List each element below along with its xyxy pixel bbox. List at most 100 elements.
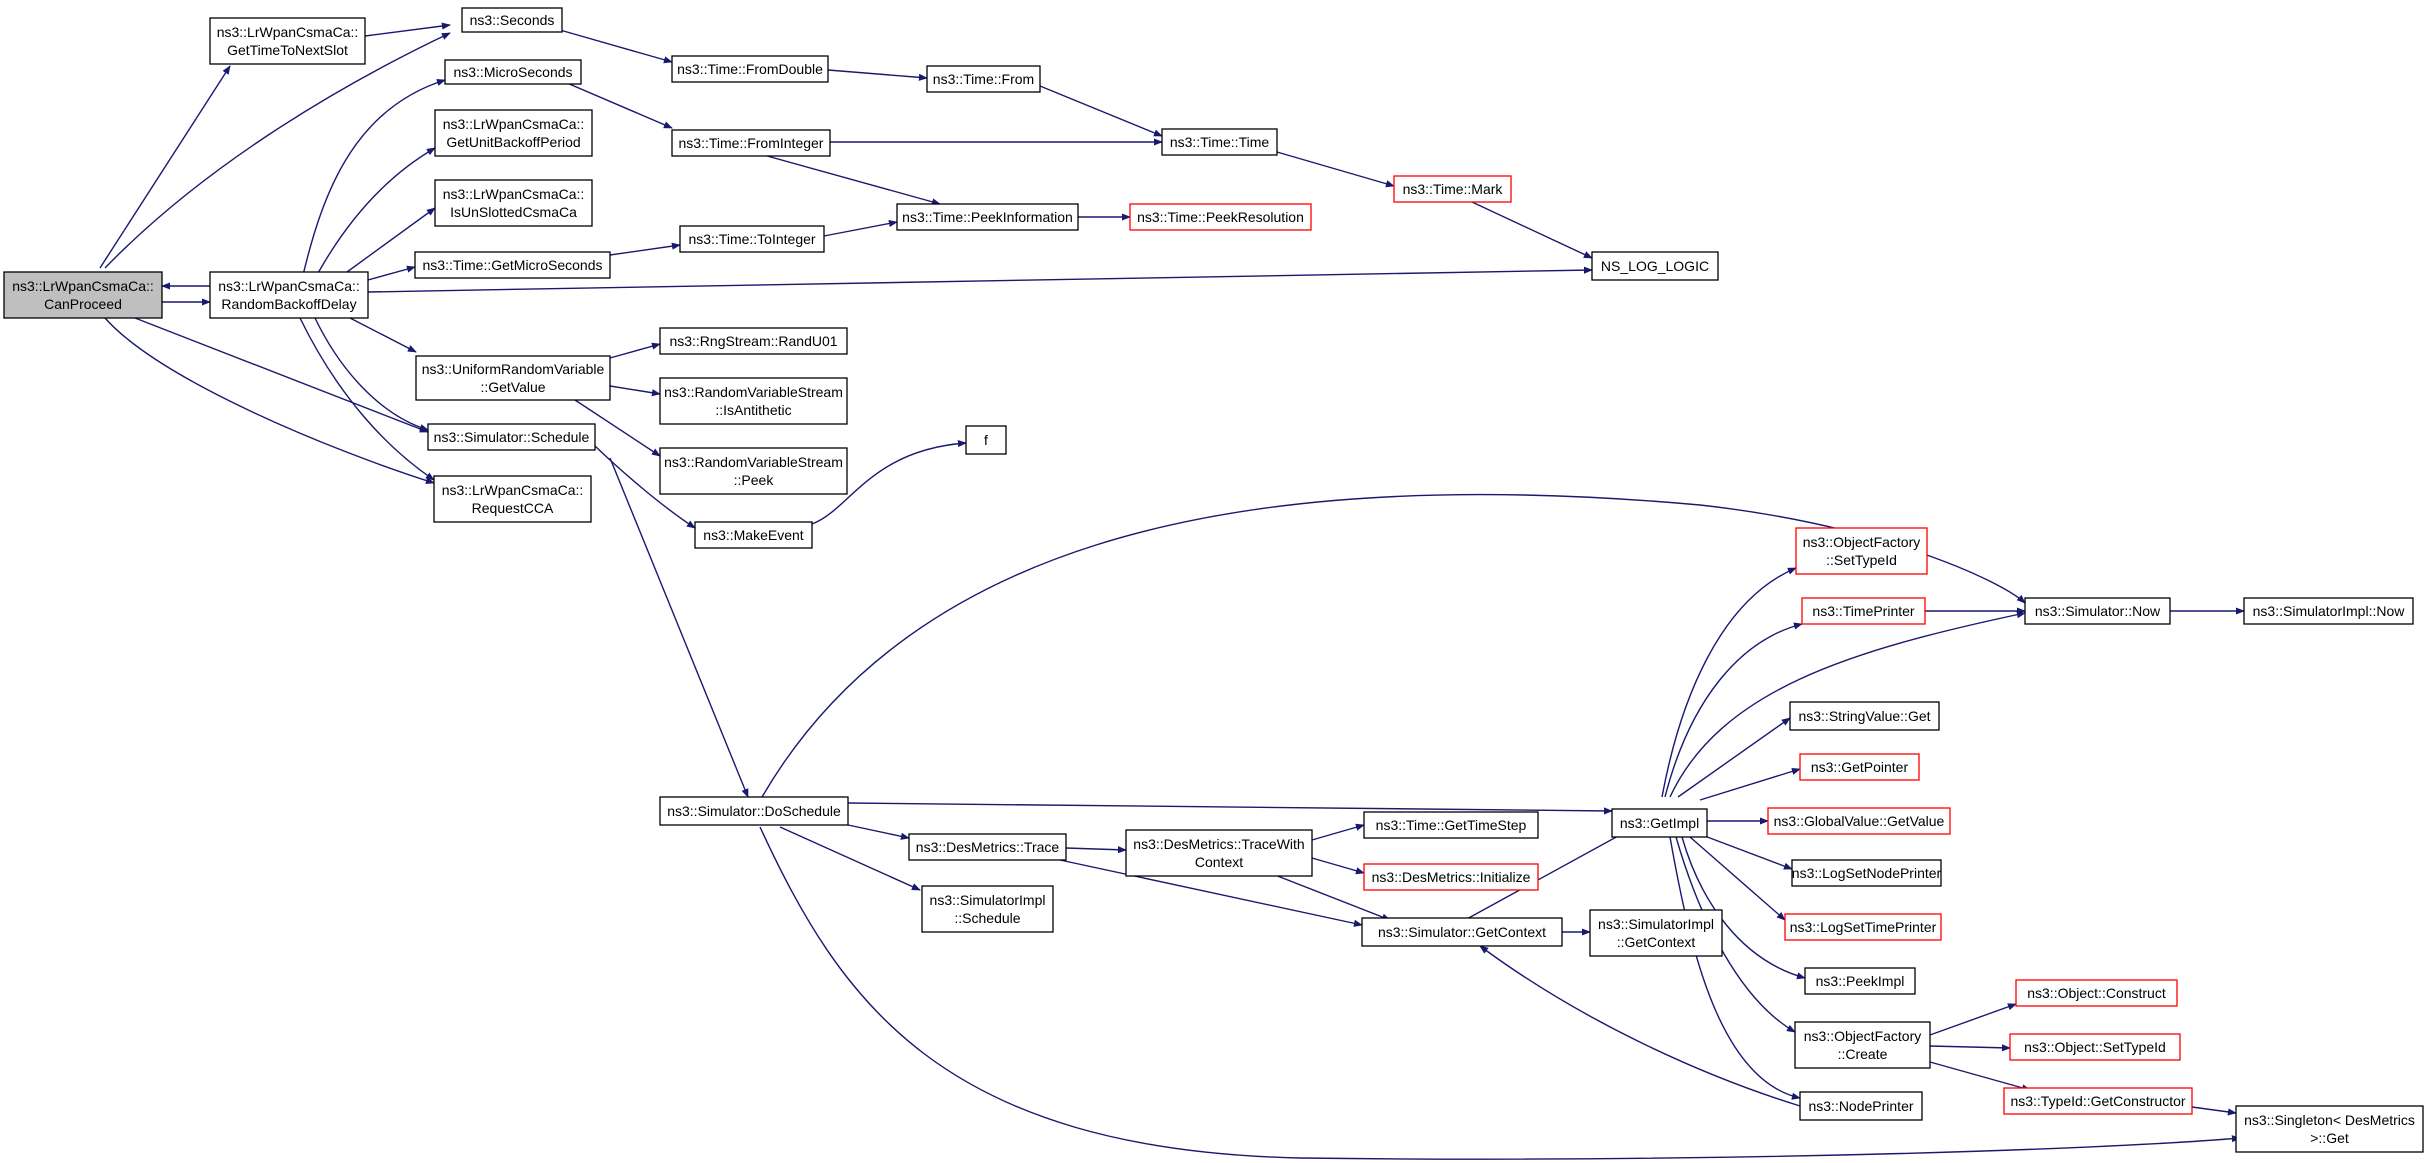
edge-tracewithcontext-getcontext	[1274, 874, 1391, 921]
node-singleton[interactable]: ns3::Singleton< DesMetrics >::Get	[2235, 1105, 2424, 1153]
node-stringvalue-label: ns3::StringValue::Get	[1798, 708, 1930, 724]
node-getimpl[interactable]: ns3::GetImpl	[1611, 808, 1708, 838]
node-desmetrics-trace[interactable]: ns3::DesMetrics::Trace	[908, 833, 1067, 861]
edge-getimpl-settypeid	[1661, 567, 1797, 798]
edge-desmetricstrace-getcontext	[1059, 859, 1363, 927]
node-canproceed[interactable]: ns3::LrWpanCsmaCa:: CanProceed	[3, 271, 163, 319]
node-tracewithcontext[interactable]: ns3::DesMetrics::TraceWith Context	[1125, 829, 1313, 877]
edge-getimpl-timeprinter	[1664, 622, 1803, 798]
edge-doschedule-getimpl	[847, 802, 1613, 815]
node-peek[interactable]: ns3::RandomVariableStream ::Peek	[659, 447, 848, 495]
node-simnow[interactable]: ns3::Simulator::Now	[2024, 597, 2171, 625]
node-settypeid[interactable]: ns3::ObjectFactory ::SetTypeId	[1795, 527, 1928, 575]
node-seconds[interactable]: ns3::Seconds	[461, 7, 563, 33]
edge-tracewithcontext-gettimestep	[1311, 823, 1365, 841]
node-peekinformation-label: ns3::Time::PeekInformation	[902, 209, 1073, 225]
node-nslog[interactable]: NS_LOG_LOGIC	[1591, 251, 1719, 281]
node-peekinformation[interactable]: ns3::Time::PeekInformation	[896, 203, 1079, 231]
node-doschedule[interactable]: ns3::Simulator::DoSchedule	[659, 796, 849, 826]
node-simnow-label: ns3::Simulator::Now	[2035, 603, 2161, 619]
node-objconstruct[interactable]: ns3::Object::Construct	[2015, 979, 2178, 1007]
edge-doschedule-singleton	[759, 826, 2241, 1160]
node-randu01-label: ns3::RngStream::RandU01	[669, 333, 837, 349]
node-schedule[interactable]: ns3::Simulator::Schedule	[427, 423, 596, 451]
node-ofcreate[interactable]: ns3::ObjectFactory ::Create	[1794, 1021, 1931, 1069]
node-canproceed-line1: ns3::LrWpanCsmaCa::	[12, 278, 154, 294]
edge-microseconds-frominteger	[559, 79, 673, 129]
node-requestcca-line1: ns3::LrWpanCsmaCa::	[442, 482, 584, 498]
node-timetime[interactable]: ns3::Time::Time	[1161, 128, 1278, 156]
node-getconstructor-label: ns3::TypeId::GetConstructor	[2010, 1093, 2185, 1109]
node-tointeger[interactable]: ns3::Time::ToInteger	[679, 225, 825, 253]
node-fromdouble[interactable]: ns3::Time::FromDouble	[671, 55, 829, 83]
node-simimplnow[interactable]: ns3::SimulatorImpl::Now	[2243, 597, 2414, 625]
node-settypeid-line2: ::SetTypeId	[1826, 552, 1897, 568]
node-getunitbackoffperiod-line1: ns3::LrWpanCsmaCa::	[443, 116, 585, 132]
node-randu01[interactable]: ns3::RngStream::RandU01	[659, 327, 848, 355]
node-getunitbackoffperiod-line2: GetUnitBackoffPeriod	[446, 134, 580, 150]
node-makeevent[interactable]: ns3::MakeEvent	[694, 521, 813, 549]
node-requestcca[interactable]: ns3::LrWpanCsmaCa:: RequestCCA	[433, 475, 592, 523]
node-nslog-label: NS_LOG_LOGIC	[1601, 258, 1709, 274]
edge-ofcreate-objsettypeid	[1929, 1044, 2011, 1052]
node-randombackoffdelay[interactable]: ns3::LrWpanCsmaCa:: RandomBackoffDelay	[209, 271, 369, 319]
edge-getimpl-stringvalue	[1677, 717, 1791, 798]
node-randombackoffdelay-line1: ns3::LrWpanCsmaCa::	[218, 278, 360, 294]
edge-urvgetvalue-peek	[574, 399, 661, 457]
node-isantithetic-line1: ns3::RandomVariableStream	[664, 384, 843, 400]
node-frominteger[interactable]: ns3::Time::FromInteger	[671, 129, 831, 157]
node-getmicroseconds[interactable]: ns3::Time::GetMicroSeconds	[414, 251, 611, 279]
node-desmetrics-init[interactable]: ns3::DesMetrics::Initialize	[1363, 863, 1539, 891]
edge-getimpl-lognodeprinter	[1701, 834, 1793, 870]
node-timeprinter[interactable]: ns3::TimePrinter	[1801, 597, 1926, 625]
node-isunslottedcsmaca-line1: ns3::LrWpanCsmaCa::	[443, 186, 585, 202]
node-lognodeprinter[interactable]: ns3::LogSetNodePrinter	[1791, 859, 1942, 887]
node-getcontext[interactable]: ns3::Simulator::GetContext	[1361, 917, 1563, 947]
node-getunitbackoffperiod[interactable]: ns3::LrWpanCsmaCa:: GetUnitBackoffPeriod	[434, 109, 593, 157]
edge-schedule-makeevent	[594, 445, 696, 529]
node-peekresolution[interactable]: ns3::Time::PeekResolution	[1129, 203, 1312, 231]
edge-canproceed-requestcca	[104, 317, 435, 484]
edge-frominteger-peekinformation	[759, 153, 941, 206]
node-timetime-label: ns3::Time::Time	[1170, 134, 1270, 150]
node-isantithetic[interactable]: ns3::RandomVariableStream ::IsAntithetic	[659, 377, 848, 425]
node-isunslottedcsmaca-line2: IsUnSlottedCsmaCa	[450, 204, 577, 220]
node-simimpl-getcontext[interactable]: ns3::SimulatorImpl ::GetContext	[1589, 909, 1723, 957]
edge-getimpl-logtimeprinter	[1689, 836, 1786, 921]
node-getconstructor[interactable]: ns3::TypeId::GetConstructor	[2003, 1087, 2193, 1115]
node-isantithetic-line2: ::IsAntithetic	[715, 402, 791, 418]
node-gettimestep-label: ns3::Time::GetTimeStep	[1376, 817, 1527, 833]
node-isunslottedcsmaca[interactable]: ns3::LrWpanCsmaCa:: IsUnSlottedCsmaCa	[434, 179, 593, 227]
node-objsettypeid[interactable]: ns3::Object::SetTypeId	[2009, 1033, 2181, 1061]
node-peekimpl[interactable]: ns3::PeekImpl	[1804, 967, 1916, 995]
node-mark[interactable]: ns3::Time::Mark	[1393, 175, 1512, 203]
node-logtimeprinter[interactable]: ns3::LogSetTimePrinter	[1784, 913, 1942, 941]
node-gettimestep[interactable]: ns3::Time::GetTimeStep	[1363, 811, 1539, 839]
edge-urvgetvalue-randu01	[609, 342, 661, 359]
node-mark-label: ns3::Time::Mark	[1403, 181, 1504, 197]
node-urv-getvalue[interactable]: ns3::UniformRandomVariable ::GetValue	[415, 355, 611, 401]
node-getpointer[interactable]: ns3::GetPointer	[1799, 753, 1920, 781]
edge-urvgetvalue-isantithetic	[609, 385, 661, 397]
node-gettimetonextslot[interactable]: ns3::LrWpanCsmaCa:: GetTimeToNextSlot	[209, 17, 366, 65]
node-getcontext-label: ns3::Simulator::GetContext	[1378, 924, 1546, 940]
edge-getimpl-getpointer	[1699, 767, 1801, 801]
node-simimpl-schedule[interactable]: ns3::SimulatorImpl ::Schedule	[921, 885, 1054, 933]
node-canproceed-line2: CanProceed	[44, 296, 122, 312]
node-timefrom[interactable]: ns3::Time::From	[926, 65, 1041, 93]
node-microseconds[interactable]: ns3::MicroSeconds	[444, 59, 582, 85]
edge-gettimetonextslot-seconds	[364, 22, 451, 37]
node-urv-getvalue-line1: ns3::UniformRandomVariable	[422, 361, 605, 377]
node-timefrom-label: ns3::Time::From	[933, 71, 1034, 87]
edge-ofcreate-getconstructor	[1929, 1061, 2031, 1092]
edge-getcontext-getimpl	[1464, 823, 1641, 921]
node-settypeid-line1: ns3::ObjectFactory	[1803, 534, 1921, 550]
node-globalvalue[interactable]: ns3::GlobalValue::GetValue	[1767, 807, 1951, 835]
edge-getimpl-nodeprinter	[1669, 836, 1801, 1100]
node-stringvalue[interactable]: ns3::StringValue::Get	[1789, 701, 1940, 731]
node-f-label: f	[984, 432, 988, 448]
node-f[interactable]: f	[965, 425, 1007, 455]
node-nodeprinter[interactable]: ns3::NodePrinter	[1799, 1091, 1923, 1121]
edge-schedule-doschedule	[609, 457, 749, 798]
